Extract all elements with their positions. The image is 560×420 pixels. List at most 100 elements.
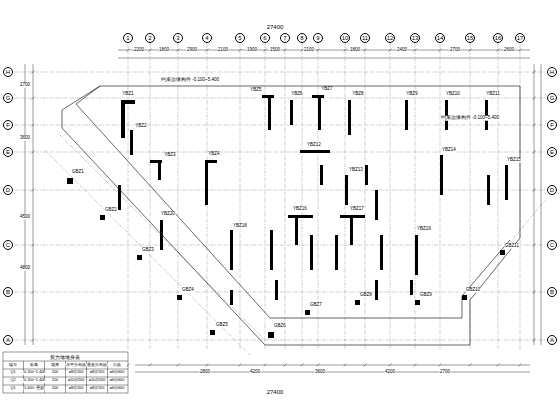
axis-bubble: 5 bbox=[235, 33, 245, 43]
axis-bubble: 10 bbox=[340, 33, 350, 43]
axis-number: G bbox=[550, 95, 555, 101]
axis-bubble: F bbox=[547, 120, 557, 130]
table-cell: ⌀6@600 bbox=[109, 371, 125, 375]
wall-tag: GBZ2 bbox=[105, 208, 118, 213]
table-cell: Q2 bbox=[10, 379, 16, 383]
wall-tag: YBZ6 bbox=[291, 92, 303, 97]
table-cell: 标高 bbox=[30, 363, 39, 367]
axis-bubble: H bbox=[547, 67, 557, 77]
table-cell: ⌀6@600 bbox=[109, 387, 125, 391]
axis-lines bbox=[14, 44, 546, 355]
dimension-text: 1800 bbox=[158, 48, 169, 53]
dimension-text: 4200 bbox=[249, 370, 260, 375]
axis-bubble: 12 bbox=[385, 33, 395, 43]
axis-number: D bbox=[6, 187, 10, 193]
axis-number: F bbox=[6, 122, 10, 128]
dimension-text: 1500 bbox=[269, 48, 280, 53]
table-cell: 200 bbox=[51, 371, 58, 375]
axis-number: 9 bbox=[316, 35, 319, 41]
wall-tag: YBZ18 bbox=[233, 224, 248, 229]
building-outline bbox=[62, 86, 520, 345]
axis-bubble: 9 bbox=[313, 33, 323, 43]
wall-tag: YBZ19 bbox=[417, 227, 432, 232]
note-text: 约束边缘构件 -0.100~5.400 bbox=[161, 78, 220, 83]
dimension-lines bbox=[25, 49, 541, 373]
axis-bubble: 11 bbox=[360, 33, 370, 43]
table-cell: 编号 bbox=[9, 363, 18, 367]
axis-bubble: 1 bbox=[123, 33, 133, 43]
axis-bubble: 4 bbox=[202, 33, 212, 43]
table-cell: -0.100~5.400 bbox=[22, 379, 46, 383]
wall-tag: GBZ7 bbox=[310, 303, 323, 308]
axis-bubble: 3 bbox=[173, 33, 183, 43]
wall-tag: YBZ4 bbox=[208, 152, 220, 157]
axis-bubble: 17 bbox=[515, 33, 525, 43]
wall-tag: YBZ16 bbox=[293, 207, 308, 212]
dimension-text: 1900 bbox=[246, 48, 257, 53]
axis-bubble: E bbox=[547, 147, 557, 157]
dimension-text: 4500 bbox=[19, 215, 30, 220]
wall-tag: GBZ10 bbox=[465, 288, 480, 293]
wall-tag: YBZ2 bbox=[135, 124, 147, 129]
wall-tag: YBZ17 bbox=[350, 207, 365, 212]
axis-number: 16 bbox=[495, 35, 502, 41]
axis-number: 2 bbox=[148, 35, 151, 41]
dimension-text: 27400 bbox=[266, 389, 284, 395]
axis-number: 17 bbox=[517, 35, 524, 41]
wall-tag: GBZ4 bbox=[182, 288, 195, 293]
table-cell: 垂直分布筋 bbox=[87, 363, 108, 367]
axis-bubble: H bbox=[3, 67, 13, 77]
dimension-text: 27400 bbox=[266, 24, 284, 30]
wall-tag: YBZ20 bbox=[161, 212, 176, 217]
wall-tag: YBZ7 bbox=[321, 87, 333, 92]
axis-bubble: E bbox=[3, 147, 13, 157]
wall-tag: YBZ13 bbox=[349, 168, 364, 173]
axis-number: 11 bbox=[362, 35, 368, 41]
axis-bubble: C bbox=[547, 240, 557, 250]
table-cell: 250 bbox=[51, 379, 58, 383]
table-cell: 200 bbox=[51, 387, 58, 391]
wall-tag: GBZ1 bbox=[72, 170, 85, 175]
wall-tag: YBZ8 bbox=[352, 92, 364, 97]
axis-bubble: D bbox=[547, 185, 557, 195]
axis-number: B bbox=[550, 289, 554, 295]
axis-number: 4 bbox=[205, 35, 208, 41]
axis-number: F bbox=[550, 122, 554, 128]
axis-number: A bbox=[550, 337, 554, 343]
axis-bubble: 7 bbox=[280, 33, 290, 43]
wall-tag: GBZ6 bbox=[274, 324, 287, 329]
axis-bubble: 14 bbox=[435, 33, 445, 43]
axis-number: 8 bbox=[300, 35, 303, 41]
dimension-text: 2700 bbox=[439, 370, 450, 375]
axis-number: 6 bbox=[263, 35, 266, 41]
note-text: 剪力墙墙身表 bbox=[50, 355, 81, 360]
table-cell: ⌀8@200 bbox=[89, 387, 105, 391]
wall-tag: YBZ5 bbox=[250, 88, 262, 93]
dimension-text: 4800 bbox=[19, 266, 30, 271]
table-cell: ⌀8@200 bbox=[68, 371, 84, 375]
wall-tag: GBZ5 bbox=[216, 323, 229, 328]
axis-bubble: A bbox=[547, 335, 557, 345]
dimension-text: 2900 bbox=[186, 48, 197, 53]
axis-bubble: C bbox=[3, 240, 13, 250]
wall-tag: YBZ15 bbox=[507, 158, 522, 163]
dimension-text: 2800 bbox=[199, 370, 210, 375]
axis-number: 14 bbox=[437, 35, 444, 41]
axis-bubble: A bbox=[3, 335, 13, 345]
table-cell: Q1 bbox=[10, 371, 16, 375]
dimension-text: 2100 bbox=[303, 48, 314, 53]
axis-number: 7 bbox=[283, 35, 286, 41]
axis-number: B bbox=[6, 289, 10, 295]
axis-number: D bbox=[550, 187, 554, 193]
axis-bubble: D bbox=[3, 185, 13, 195]
wall-tag: YBZ10 bbox=[446, 92, 461, 97]
table-cell: ⌀6@600 bbox=[109, 379, 125, 383]
dimension-text: 2400 bbox=[396, 48, 407, 53]
dimension-text: 2700 bbox=[449, 48, 460, 53]
wall-tag: YBZ9 bbox=[406, 92, 418, 97]
dimension-text: 2600 bbox=[503, 48, 514, 53]
axis-number: H bbox=[550, 69, 554, 75]
axis-number: 12 bbox=[387, 35, 394, 41]
